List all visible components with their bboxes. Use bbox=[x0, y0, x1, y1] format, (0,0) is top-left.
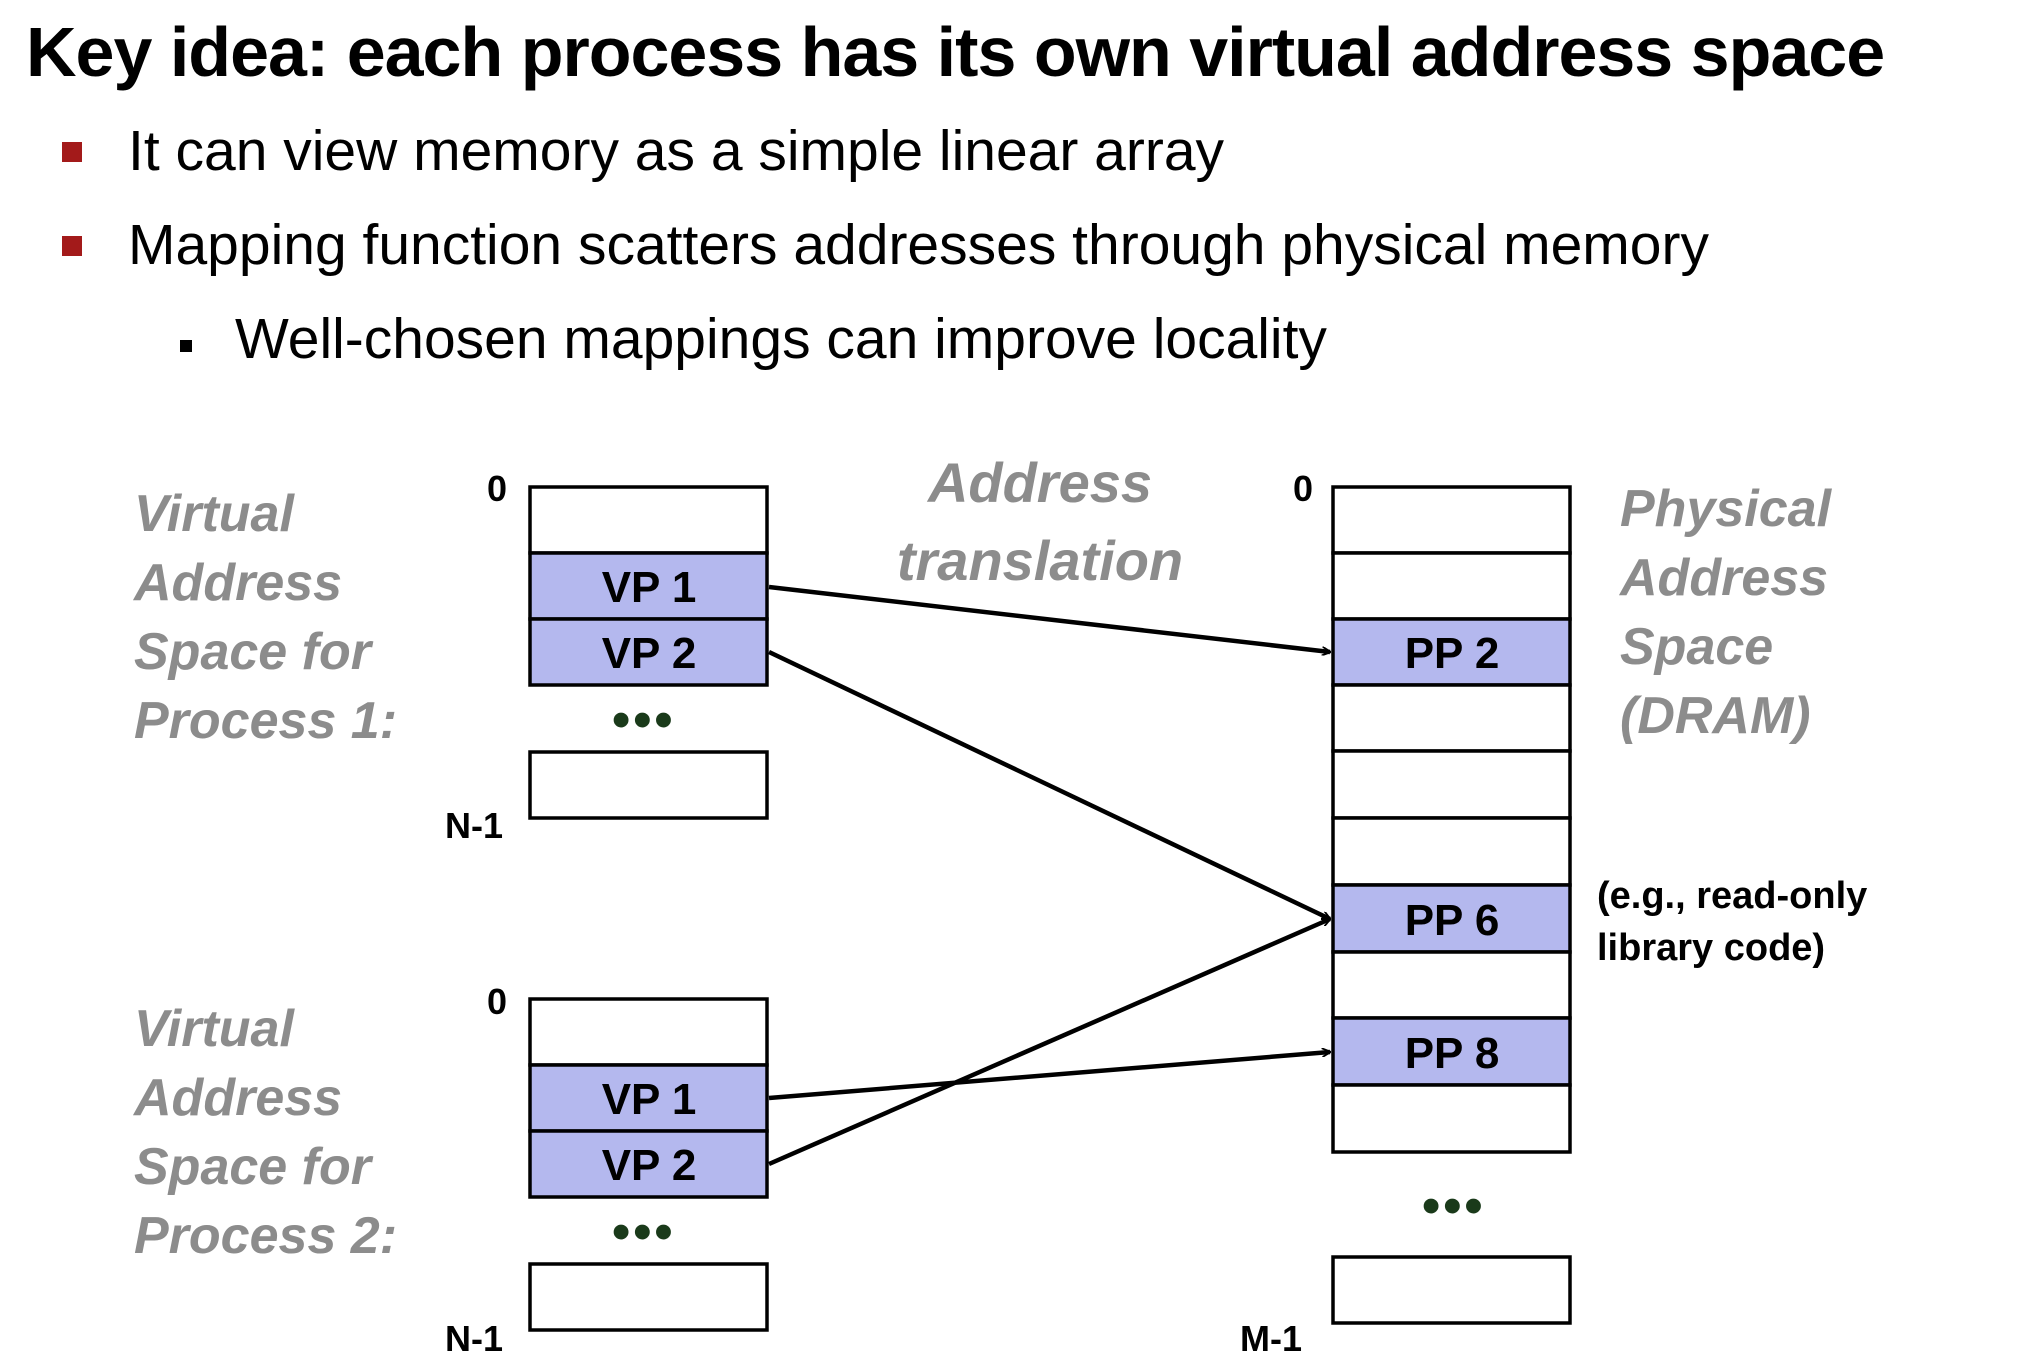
pas-page-pp2 bbox=[1331, 617, 1572, 687]
vas2-page-0 bbox=[528, 997, 769, 1067]
pas-bottom-label: M-1 bbox=[1240, 1318, 1302, 1359]
pas-page-7 bbox=[1331, 950, 1572, 1020]
vas1-vp2-label: VP 2 bbox=[602, 629, 697, 678]
vas1-page-last bbox=[528, 750, 769, 820]
arrow-p1vp1-to-pp2 bbox=[768, 584, 1330, 652]
pas-page-5 bbox=[1331, 816, 1572, 887]
vas2-page-vp2 bbox=[528, 1129, 769, 1199]
pas-ellipsis: ••• bbox=[1422, 1177, 1486, 1235]
pas-page-4 bbox=[1331, 749, 1572, 820]
pas-top-label: 0 bbox=[1293, 468, 1314, 509]
vas1-page-0 bbox=[528, 485, 769, 555]
bullet-1-text: It can view memory as a simple linear ar… bbox=[128, 119, 1225, 183]
pas-page-3 bbox=[1331, 683, 1572, 753]
vas2-column bbox=[528, 997, 769, 1332]
arrow-p1vp2-to-pp6 bbox=[768, 649, 1330, 922]
sub-bullet-1: Well-chosen mappings can improve localit… bbox=[180, 306, 1327, 372]
sub-bullet-square bbox=[180, 340, 192, 352]
vas1-top-label: 0 bbox=[487, 468, 508, 509]
translation-label: Address translation bbox=[896, 451, 1184, 592]
vas2-vp2-label: VP 2 bbox=[602, 1141, 697, 1190]
pas-column bbox=[1331, 485, 1572, 1325]
pas-page-pp8 bbox=[1331, 1016, 1572, 1087]
arrow-p2vp1-to-pp8 bbox=[768, 1052, 1330, 1101]
pas-pp8-label: PP 8 bbox=[1405, 1029, 1500, 1078]
pas-page-0 bbox=[1331, 485, 1572, 555]
vas1-vp1-label: VP 1 bbox=[602, 563, 697, 612]
translation-arrows bbox=[768, 584, 1330, 1167]
vas2-bottom-label: N-1 bbox=[445, 1318, 504, 1359]
bullet-2-text: Mapping function scatters addresses thro… bbox=[128, 213, 1709, 277]
pas-pp6-label: PP 6 bbox=[1405, 896, 1500, 945]
sub-bullet-1-text: Well-chosen mappings can improve localit… bbox=[235, 307, 1327, 371]
pas-page-1 bbox=[1331, 551, 1572, 621]
bullet-1: It can view memory as a simple linear ar… bbox=[62, 118, 1225, 184]
vas1-ellipsis: ••• bbox=[612, 691, 676, 749]
pas-page-9 bbox=[1331, 1083, 1572, 1154]
vas2-page-vp1 bbox=[528, 1063, 769, 1133]
vas1-page-vp2 bbox=[528, 617, 769, 687]
arrow-p2vp2-to-pp6 bbox=[768, 916, 1330, 1167]
vas2-page-last bbox=[528, 1262, 769, 1332]
vas2-ellipsis: ••• bbox=[612, 1203, 676, 1261]
bullet-square bbox=[62, 142, 82, 162]
vas1-bottom-label: N-1 bbox=[445, 805, 504, 846]
vas1-column bbox=[528, 485, 769, 820]
process2-label: Virtual Address Space for Process 2: bbox=[134, 1000, 398, 1265]
vas1-page-vp1 bbox=[528, 551, 769, 621]
slide-title: Key idea: each process has its own virtu… bbox=[26, 13, 1885, 91]
bullet-square bbox=[62, 236, 82, 256]
vas2-vp1-label: VP 1 bbox=[602, 1075, 697, 1124]
process1-label: Virtual Address Space for Process 1: bbox=[134, 485, 398, 750]
physical-label: Physical Address Space (DRAM) bbox=[1620, 480, 1832, 745]
bullet-2: Mapping function scatters addresses thro… bbox=[62, 212, 1709, 278]
shared-page-note: (e.g., read-only library code) bbox=[1597, 875, 1868, 969]
vas2-top-label: 0 bbox=[487, 981, 508, 1022]
pas-pp2-label: PP 2 bbox=[1405, 629, 1500, 678]
pas-page-last bbox=[1331, 1255, 1572, 1325]
